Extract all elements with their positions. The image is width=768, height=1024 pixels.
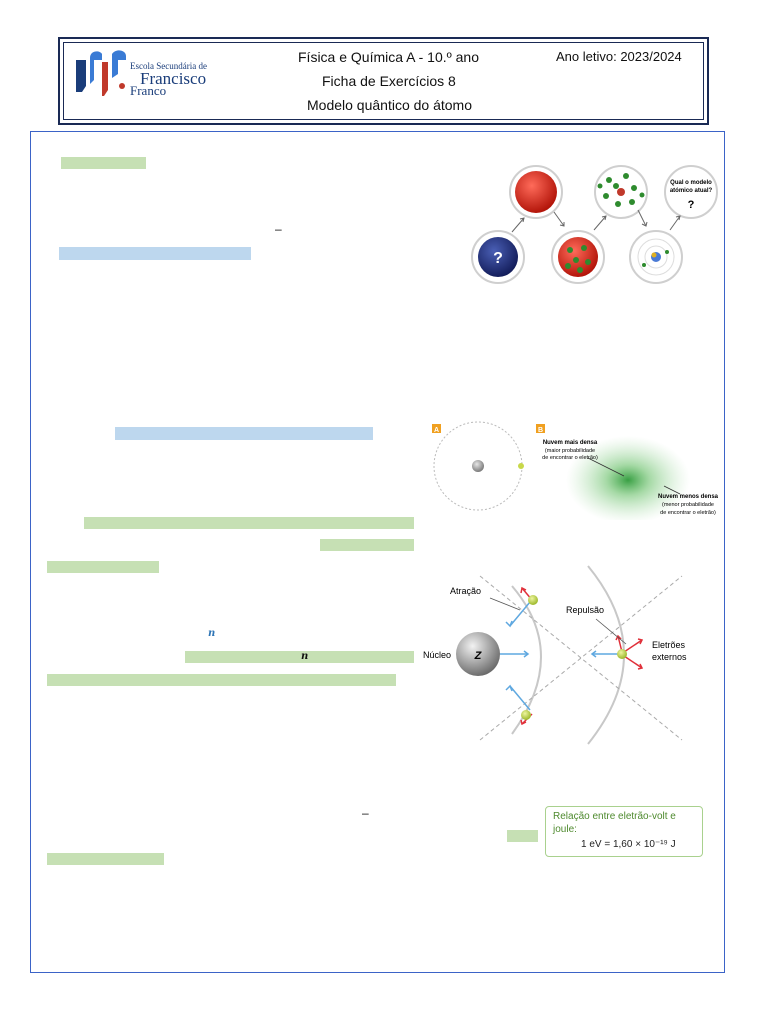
school-year: Ano letivo: 2023/2024 xyxy=(556,49,682,64)
label-b-box xyxy=(536,424,545,433)
electron-a xyxy=(518,463,524,469)
label-b: B xyxy=(538,427,543,434)
repulsion-label: Repulsão xyxy=(566,605,604,615)
note-title-2: joule: xyxy=(553,824,577,835)
subject-title: Física e Química A - 10.º ano xyxy=(298,49,479,65)
highlight-bar xyxy=(61,157,146,169)
atomic-models-figure: Qual o modelo atómico atual? ? ? xyxy=(471,165,718,284)
label-a-box xyxy=(432,424,441,433)
nucleus-sphere xyxy=(456,632,500,676)
outer-electrons-label-2: externos xyxy=(652,652,687,662)
electron xyxy=(521,710,531,720)
school-name-line2: Franco xyxy=(130,83,167,98)
dash-mark: – xyxy=(362,806,369,820)
dense-cloud-title: Nuvem mais densa xyxy=(543,440,598,446)
sparse-cloud-sub1: (menor probabilidade xyxy=(662,502,714,508)
header-box: Escola Secundária de Francisco Franco Fí… xyxy=(58,37,709,125)
school-label-small: Escola Secundária de xyxy=(130,61,207,71)
orbit-vs-cloud-figure: A B Nuvem mais densa (maior probabilidad… xyxy=(432,421,719,520)
highlight-bar xyxy=(84,517,414,529)
sparse-cloud-sub2: de encontrar o eletrão) xyxy=(660,510,716,516)
thomson-electrons xyxy=(565,245,591,273)
attraction-label: Atração xyxy=(450,586,481,596)
sparse-cloud-title: Nuvem menos densa xyxy=(658,494,719,500)
highlight-bar xyxy=(320,539,414,551)
rutherford-electrons xyxy=(597,173,645,207)
highlight-bar xyxy=(507,830,538,842)
highlight-bar xyxy=(59,247,251,260)
highlight-bar xyxy=(115,427,373,440)
electron xyxy=(528,595,538,605)
rutherford-nucleus xyxy=(617,188,625,196)
question-bubble-text-2: atómico atual? xyxy=(670,188,713,194)
unknown-model-sphere xyxy=(478,237,518,277)
bohr-orbit xyxy=(644,245,668,269)
content-frame xyxy=(30,131,725,973)
dense-cloud-sub1: (maior probabilidade xyxy=(545,448,595,454)
note-formula: 1 eV = 1,60 × 10⁻¹⁹ J xyxy=(581,839,676,850)
dense-pointer xyxy=(587,457,625,477)
n-symbol: n xyxy=(208,628,216,639)
n-symbol: n xyxy=(301,651,309,662)
attraction-arrows xyxy=(500,601,618,711)
school-name-line1: Francisco xyxy=(140,69,207,88)
outer-electron xyxy=(617,649,627,659)
dense-cloud-sub2: de encontrar o eletrão) xyxy=(542,455,598,461)
worksheet-title: Ficha de Exercícios 8 xyxy=(322,73,456,89)
repulsion-pointer xyxy=(595,618,627,645)
question-bubble-circle xyxy=(664,165,718,219)
topic-title: Modelo quântico do átomo xyxy=(307,97,472,113)
label-a: A xyxy=(434,427,439,434)
ev-joule-note: Relação entre eletrão-volt e joule: 1 eV… xyxy=(545,806,703,857)
question-bubble-text-1: Qual o modelo xyxy=(670,180,712,186)
school-logo-icon xyxy=(76,50,126,96)
nucleus-label: Núcleo xyxy=(423,650,451,660)
highlight-bar xyxy=(47,561,159,573)
outer-electrons-label-1: Eletrões xyxy=(652,640,686,650)
question-mark: ? xyxy=(688,199,695,211)
evolution-arrows xyxy=(511,209,681,233)
attraction-pointer xyxy=(489,597,521,611)
electron-cloud xyxy=(566,436,690,520)
highlight-bar xyxy=(185,651,414,663)
mystery-mark: ? xyxy=(493,250,503,267)
nucleus-charge: Z xyxy=(474,650,483,662)
attraction-repulsion-figure: Z Núcleo Atração Repulsão Eletrões exter… xyxy=(423,565,687,745)
bohr-orbit xyxy=(637,238,675,276)
header-inner-border xyxy=(63,42,704,120)
highlight-bar xyxy=(47,853,164,865)
guide-lines xyxy=(479,575,683,741)
nucleus-a xyxy=(472,460,484,472)
note-title-1: Relação entre eletrão-volt e xyxy=(553,811,676,822)
sparse-pointer xyxy=(663,485,681,495)
dalton-model-sphere xyxy=(515,171,557,213)
highlight-bar xyxy=(47,674,396,686)
dash-mark: – xyxy=(275,222,282,236)
